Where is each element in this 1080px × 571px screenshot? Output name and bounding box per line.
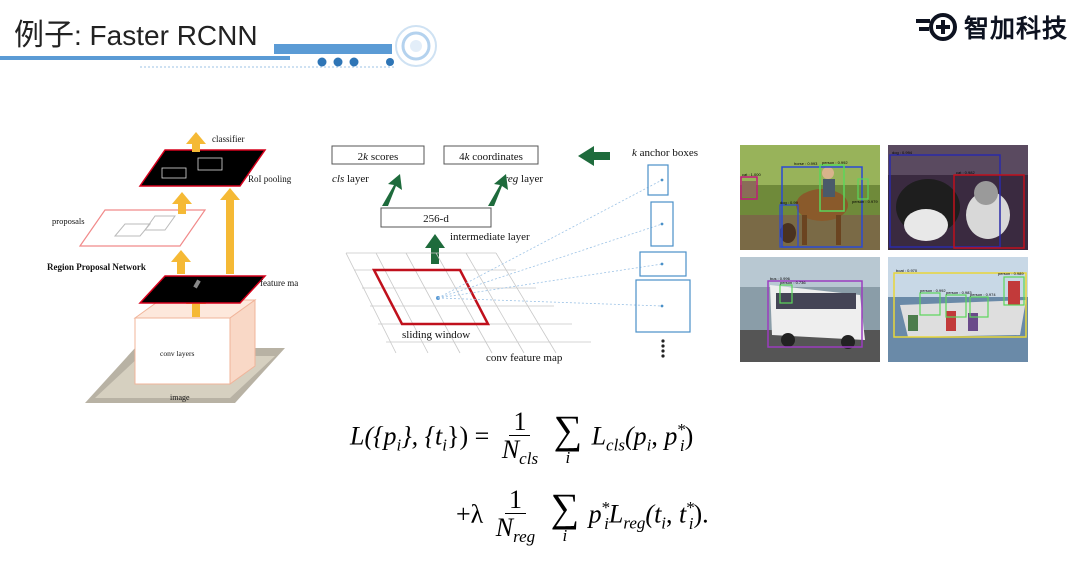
rpn-diagram: 2k scores 4k coordinates cls layer reg l… xyxy=(331,145,698,364)
ellipsis-dots xyxy=(661,339,665,358)
detection-photo-dog-cat: dog : 0.994 cat : 0.982 xyxy=(888,145,1028,250)
anchor-box xyxy=(639,251,687,277)
sliding-window-label: sliding window xyxy=(402,329,470,341)
anchor-box xyxy=(650,201,674,247)
image-label: image xyxy=(170,393,190,402)
rpn-label: Region Proposal Network xyxy=(47,262,146,272)
classifier-label: classifier xyxy=(212,134,244,144)
arrow-cls xyxy=(382,174,402,206)
deco-dot xyxy=(317,57,327,67)
svg-text:bus : 0.996: bus : 0.996 xyxy=(770,276,791,281)
summation: ∑i xyxy=(550,485,580,546)
summation: ∑i xyxy=(553,407,583,468)
coordinates-label: 4k coordinates xyxy=(459,151,523,163)
detection-photo-horse: cat : 1.000 person : 0.992 horse : 0.993… xyxy=(740,145,880,250)
plus-robot-logo-icon xyxy=(915,13,957,41)
cls-layer-label: cls layer xyxy=(332,173,369,185)
arrow-left xyxy=(578,146,594,166)
detection-photo-bus: bus : 0.996 person : 0.736 xyxy=(740,257,880,362)
proposals-label: proposals xyxy=(52,216,85,226)
detection-photo-boat: boat : 0.970 person : 0.992 person : 0.9… xyxy=(888,257,1028,362)
svg-text:dog : 0.994: dog : 0.994 xyxy=(892,150,913,155)
svg-text:person : 0.974: person : 0.974 xyxy=(970,292,996,297)
brand-logo: 智加科技 xyxy=(915,8,1068,46)
scores-label: 2k scores xyxy=(358,151,399,163)
title-decoration xyxy=(0,25,437,68)
intermediate-value: 256-d xyxy=(423,213,449,225)
title-latin: : Faster RCNN xyxy=(74,20,258,51)
roi-pooling-layer xyxy=(138,149,267,187)
title-underline xyxy=(0,56,290,60)
arrow-reg xyxy=(488,174,508,206)
conv-feature-map-label: conv feature map xyxy=(486,352,563,364)
intermediate-box xyxy=(380,207,492,228)
svg-text:person : 0.983: person : 0.983 xyxy=(946,290,972,295)
svg-text:dog : 0.99: dog : 0.99 xyxy=(780,200,799,205)
svg-text:person : 0.979: person : 0.979 xyxy=(852,199,878,204)
deco-ring xyxy=(395,25,437,67)
proposals-layer xyxy=(78,209,207,247)
formula-term: L xyxy=(591,421,607,451)
svg-text:person : 0.736: person : 0.736 xyxy=(780,280,806,285)
roi-pooling-label: RoI pooling xyxy=(248,174,292,184)
svg-text:boat : 0.970: boat : 0.970 xyxy=(896,268,918,273)
detection-results: cat : 1.000 person : 0.992 horse : 0.993… xyxy=(740,145,1028,362)
svg-text:person : 0.989: person : 0.989 xyxy=(998,271,1024,276)
title-accent-bar xyxy=(274,44,392,54)
formula-term: +λ xyxy=(456,499,484,529)
svg-text:person : 0.992: person : 0.992 xyxy=(920,288,946,293)
intermediate-layer-label: intermediate layer xyxy=(450,231,530,243)
faster-rcnn-pipeline-figure: image conv layers feature ma Region Prop… xyxy=(47,132,298,403)
arrow-up xyxy=(186,132,206,144)
coordinates-box xyxy=(443,145,539,165)
svg-text:cat : 1.000: cat : 1.000 xyxy=(742,172,761,177)
svg-text:cat : 0.982: cat : 0.982 xyxy=(956,170,975,175)
conv-layers-box xyxy=(134,317,231,385)
deco-dot xyxy=(349,57,359,67)
slide-title: 例子: Faster RCNN xyxy=(14,10,258,54)
anchor-box xyxy=(647,164,669,196)
formula-term: }) = xyxy=(447,421,490,451)
arrow-up xyxy=(220,188,240,200)
svg-text:person : 0.992: person : 0.992 xyxy=(822,160,848,165)
scores-box xyxy=(331,145,425,165)
deco-ring xyxy=(401,31,431,61)
formula-term: L({p xyxy=(350,421,397,451)
deco-ring xyxy=(410,40,422,52)
arrow-up xyxy=(425,234,445,248)
anchor-box xyxy=(635,279,691,333)
title-cjk: 例子 xyxy=(14,18,74,53)
anchor-boxes-label: k anchor boxes xyxy=(632,147,698,159)
sliding-window xyxy=(371,268,491,326)
deco-dot xyxy=(386,58,394,66)
formula-term: p xyxy=(588,499,602,529)
brand-name: 智加科技 xyxy=(963,14,1068,43)
reg-layer-label: reg layer xyxy=(504,173,543,185)
deco-dot xyxy=(333,57,343,67)
feature-maps-label: feature ma xyxy=(260,278,298,288)
conv-layers-label: conv layers xyxy=(160,349,194,358)
svg-text:horse : 0.993: horse : 0.993 xyxy=(794,161,818,166)
feature-map xyxy=(138,275,267,304)
formula-term: }, {t xyxy=(401,421,443,451)
